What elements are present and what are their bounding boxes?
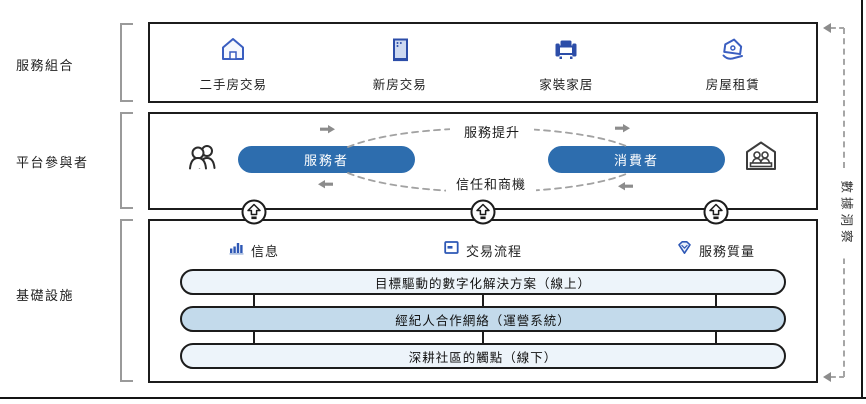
hand-house-icon [720, 36, 746, 67]
service-label: 家裝家居 [539, 78, 594, 92]
layer-connector [253, 293, 255, 308]
bar-chart-icon [229, 240, 244, 260]
service-item-rental: 房屋租賃 [650, 24, 817, 101]
layer-connector [715, 293, 717, 308]
provider-pill: 服務者 [238, 146, 415, 173]
capability-label: 交易流程 [465, 243, 523, 259]
bracket-infrastructure [120, 219, 133, 382]
page-bottom-border [0, 397, 866, 399]
house-icon [220, 36, 246, 67]
service-item-newhome: 新房交易 [317, 24, 484, 101]
arrow-left-icon [823, 372, 831, 382]
capability-label: 服務質量 [698, 243, 756, 259]
services-box: 二手房交易 新房交易 [148, 22, 818, 103]
data-insight-label: 數據洞察 [837, 168, 855, 259]
up-arrow-circle-icon [470, 199, 496, 225]
page-right-border [861, 0, 863, 399]
feedback-line-top [831, 27, 844, 29]
layer-connector [482, 293, 484, 308]
section-label-infrastructure: 基礎設施 [16, 288, 75, 303]
capability-service-quality: 服務質量 [677, 240, 755, 260]
feedback-line-upper [843, 28, 845, 168]
consumer-pill: 消費者 [548, 146, 725, 173]
service-item-renovation: 家裝家居 [483, 24, 650, 101]
service-label: 新房交易 [372, 78, 427, 92]
section-label-participants: 平台參與者 [16, 155, 89, 170]
layer-digital-solution: 目標驅動的數字化解決方案（線上） [180, 269, 786, 295]
flow-top-label: 服務提升 [450, 124, 534, 141]
sofa-icon [553, 36, 579, 67]
service-label: 二手房交易 [199, 78, 267, 92]
feedback-line-bottom [831, 376, 844, 378]
capability-transaction-flow: 交易流程 [444, 240, 522, 260]
quality-gem-icon [677, 240, 692, 260]
bracket-services [120, 23, 133, 102]
flow-bottom-label: 信任和商機 [446, 176, 536, 193]
people-group-icon [186, 142, 220, 177]
house-members-icon [744, 140, 778, 177]
section-label-services: 服務組合 [16, 58, 75, 73]
feedback-line-lower [843, 258, 845, 377]
bracket-participants [120, 112, 133, 209]
layer-agent-network: 經紀人合作網絡（運營系統） [180, 306, 786, 332]
capability-label: 信息 [250, 243, 280, 259]
up-arrow-circle-icon [703, 199, 729, 225]
flow-window-icon [444, 240, 459, 260]
layer-community-touch: 深耕社區的觸點（線下） [180, 343, 786, 369]
up-arrow-circle-icon [241, 199, 267, 225]
layer-connector [253, 330, 255, 345]
service-item-resale: 二手房交易 [150, 24, 317, 101]
layer-connector [482, 330, 484, 345]
layer-connector [715, 330, 717, 345]
capability-info: 信息 [229, 240, 279, 260]
door-icon [387, 36, 413, 67]
service-label: 房屋租賃 [705, 78, 760, 92]
arrow-left-icon [823, 23, 831, 33]
